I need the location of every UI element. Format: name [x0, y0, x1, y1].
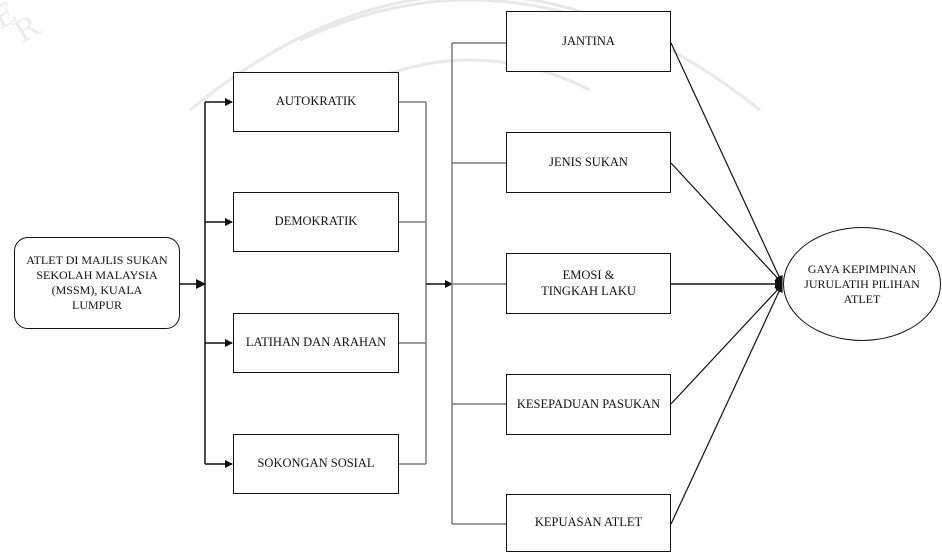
- style-latihan-box: LATIHAN DAN ARAHAN: [233, 313, 399, 373]
- style-demokratik-box: DEMOKRATIK: [233, 192, 399, 252]
- outcome-ellipse: GAYA KEPIMPINAN JURULATIH PILIHAN ATLET: [783, 227, 941, 341]
- factor-jenis-sukan-box: JENIS SUKAN: [506, 132, 671, 193]
- factor-emosi-box: EMOSI & TINGKAH LAKU: [506, 253, 671, 314]
- factor-kepuasan-box: KEPUASAN ATLET: [506, 494, 671, 552]
- factor-jantina-box: JANTINA: [506, 11, 671, 72]
- source-node: ATLET DI MAJLIS SUKAN SEKOLAH MALAYSIA (…: [14, 237, 180, 329]
- style-sokongan-box: SOKONGAN SOSIAL: [233, 434, 399, 494]
- factor-kesepaduan-box: KESEPADUAN PASUKAN: [506, 374, 671, 435]
- style-autokratik-box: AUTOKRATIK: [233, 72, 399, 132]
